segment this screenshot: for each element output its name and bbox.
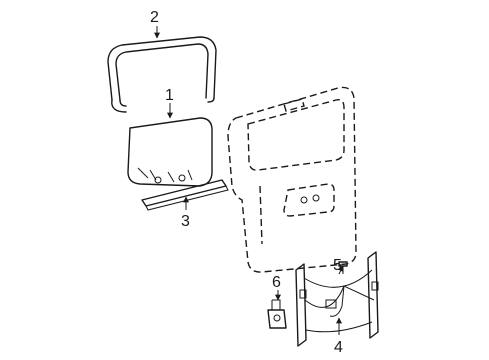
callout-4: 4	[334, 339, 343, 356]
regulator-motor	[267, 299, 287, 329]
callout-3: 3	[181, 213, 190, 230]
callout-6: 6	[272, 274, 281, 291]
callout-2: 2	[150, 9, 159, 26]
window-regulator	[295, 251, 379, 347]
leader-5	[337, 265, 344, 275]
liftgate-door	[227, 86, 357, 273]
weatherstrip-seal	[107, 36, 217, 113]
callout-1: 1	[165, 87, 174, 104]
callout-5: 5	[333, 257, 342, 274]
rear-window-glass	[127, 117, 213, 187]
